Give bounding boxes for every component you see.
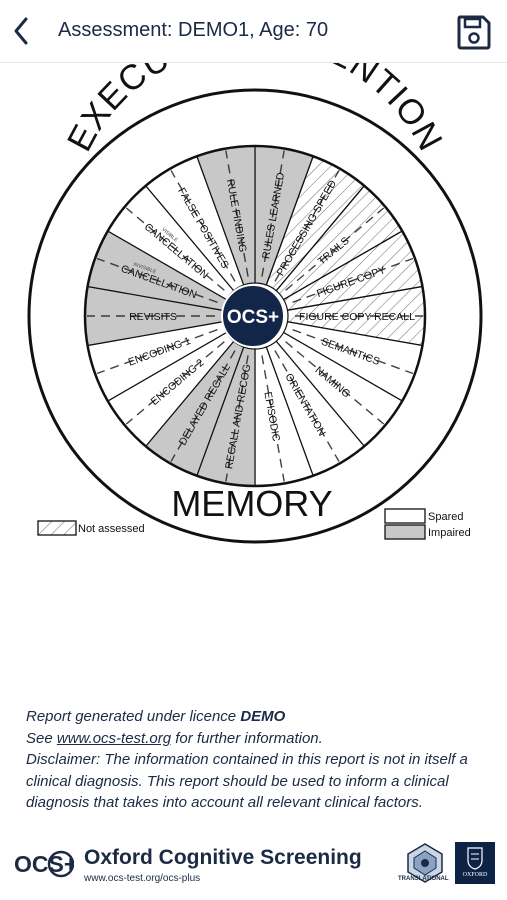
translational-logo-icon bbox=[407, 843, 443, 883]
brand-url: www.ocs-test.org/ocs-plus bbox=[84, 873, 201, 884]
segment-divider bbox=[261, 150, 285, 277]
licence-line: Report generated under licence DEMO bbox=[26, 706, 496, 728]
chevron-left-icon bbox=[14, 17, 28, 45]
memory-label: MEMORY bbox=[171, 483, 332, 524]
floppy-disk-icon bbox=[457, 15, 491, 50]
segment-divider bbox=[96, 257, 218, 303]
segment-divider bbox=[170, 350, 236, 462]
licence-name: DEMO bbox=[240, 708, 286, 725]
legend-impaired-label: Impaired bbox=[428, 527, 471, 539]
page-title: Assessment: DEMO1, Age: 70 bbox=[58, 19, 329, 41]
oxford-label: OXFORD bbox=[462, 872, 488, 878]
legend-impaired: Impaired bbox=[384, 524, 471, 540]
see-prefix: See bbox=[26, 729, 57, 747]
segment-divider bbox=[274, 170, 340, 282]
brand-bar: OCS+ Oxford Cognitive Screening www.ocs-… bbox=[0, 840, 507, 900]
segment-divider bbox=[125, 207, 225, 291]
save-button[interactable] bbox=[455, 13, 493, 51]
segment-divider bbox=[225, 355, 249, 482]
ocs-logo-text: OCS+ bbox=[14, 851, 74, 877]
see-suffix: for further information. bbox=[171, 729, 323, 747]
legend: Not assessed Spared Impaired bbox=[37, 508, 471, 540]
legend-spared-label: Spared bbox=[428, 511, 463, 523]
segment-label: FIGURE COPY RECALL bbox=[299, 311, 415, 323]
disclaimer-text: Disclaimer: The information contained in… bbox=[26, 751, 468, 811]
segment-divider bbox=[292, 329, 414, 375]
website-link[interactable]: www.ocs-test.org bbox=[56, 729, 172, 747]
segment-divider bbox=[170, 170, 236, 282]
see-line: See www.ocs-test.org for further informa… bbox=[26, 728, 496, 750]
app-header: Assessment: DEMO1, Age: 70 bbox=[0, 0, 507, 63]
legend-not-assessed: Not assessed bbox=[37, 520, 145, 536]
segment-divider bbox=[96, 329, 218, 375]
segment-divider bbox=[274, 350, 340, 462]
segment-divider bbox=[285, 341, 385, 425]
segment-divider bbox=[261, 355, 285, 482]
segment-divider bbox=[285, 207, 385, 291]
brand-name: Oxford Cognitive Screening bbox=[84, 846, 362, 869]
segment-label: REVISITS bbox=[129, 311, 177, 323]
segment-divider bbox=[225, 150, 249, 277]
back-button[interactable] bbox=[10, 14, 34, 48]
legend-spared: Spared bbox=[384, 508, 463, 524]
oxford-crest-icon bbox=[467, 847, 483, 870]
ocs-logo-icon: OCS+ bbox=[14, 850, 74, 878]
center-label: OCS+ bbox=[227, 307, 279, 328]
translational-label: TRANSLATIONAL bbox=[398, 876, 449, 882]
segment-divider bbox=[292, 257, 414, 303]
ocs-center-badge bbox=[221, 284, 285, 348]
licence-prefix: Report generated under licence bbox=[26, 708, 241, 725]
legend-not-assessed-label: Not assessed bbox=[78, 523, 145, 535]
report-footer: Report generated under licence DEMO See … bbox=[26, 706, 496, 814]
segment-divider bbox=[125, 341, 225, 425]
inner-ring bbox=[83, 144, 427, 488]
oxford-logo: OXFORD bbox=[455, 842, 495, 884]
